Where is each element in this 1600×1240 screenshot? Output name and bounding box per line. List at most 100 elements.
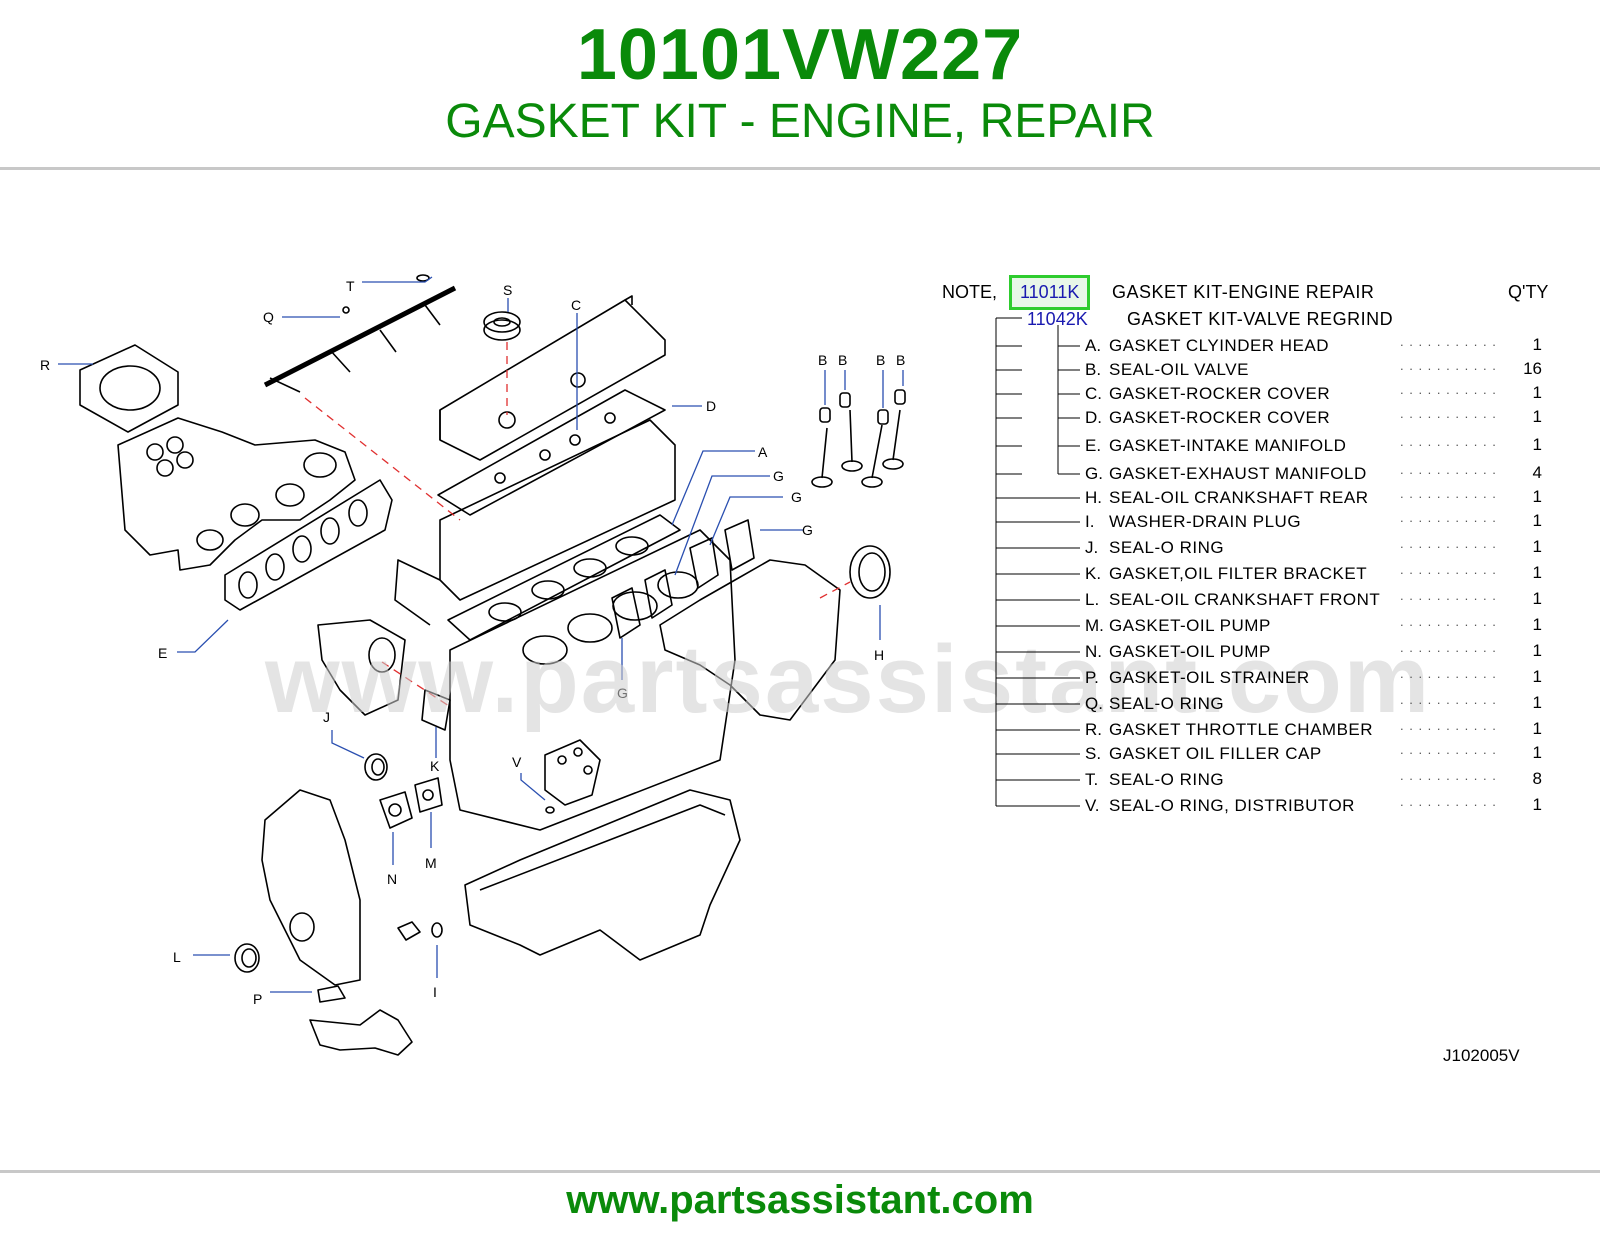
item-leader-dots: . . . . . . . . . . . <box>1400 742 1497 757</box>
item-name: GASKET,OIL FILTER BRACKET <box>1109 564 1368 583</box>
rocker-cover-gasket-drawing <box>437 389 666 516</box>
item-qty: 1 <box>1532 435 1542 454</box>
item-leader-dots: . . . . . . . . . . . <box>1400 334 1497 349</box>
exhaust-manifold-drawing <box>659 559 841 721</box>
item-leader-dots: . . . . . . . . . . . <box>1400 486 1497 501</box>
item-leader-dots: . . . . . . . . . . . <box>1400 588 1497 603</box>
item-name: GASKET THROTTLE CHAMBER <box>1109 720 1374 739</box>
item-qty: 1 <box>1532 795 1542 814</box>
item-qty: 1 <box>1532 335 1542 354</box>
cylinder-head-drawing <box>394 419 676 626</box>
item-qty: 1 <box>1532 693 1542 712</box>
timing-cover-drawing <box>261 789 361 986</box>
callout-s: S <box>503 282 512 298</box>
j-seal-drawing <box>364 753 388 781</box>
item-name: SEAL-OIL VALVE <box>1109 360 1249 379</box>
callout-b3: B <box>876 352 885 368</box>
item-qty: 1 <box>1532 743 1542 762</box>
drain-plug-drawing <box>397 921 443 941</box>
item-qty: 1 <box>1532 589 1542 608</box>
watermark: www.partsassistant.com <box>265 626 1432 733</box>
kit-code-link[interactable]: 11011K <box>1009 275 1091 310</box>
item-leader-dots: . . . . . . . . . . . <box>1400 434 1497 449</box>
oil-filter-bracket-drawing <box>317 619 451 731</box>
item-name: SEAL-O RING <box>1109 694 1225 713</box>
item-letter: L. <box>1085 590 1100 609</box>
oil-pump-gasket-drawings <box>379 777 443 829</box>
item-qty: 1 <box>1532 667 1542 686</box>
diagram-code: J102005V <box>1443 1046 1520 1065</box>
item-qty: 1 <box>1532 719 1542 738</box>
item-qty: 1 <box>1532 383 1542 402</box>
item-letter: A. <box>1085 336 1102 355</box>
item-letter: C. <box>1085 384 1102 403</box>
item-name: GASKET-OIL PUMP <box>1109 616 1271 635</box>
item-name: GASKET-ROCKER COVER <box>1109 384 1331 403</box>
item-leader-dots: . . . . . . . . . . . <box>1400 718 1497 733</box>
callout-e: E <box>158 645 167 661</box>
sub-kit-code-link[interactable]: 11042K <box>1027 309 1088 329</box>
engine-exploded-diagram: T S C Q R D A G G G B B B B E H J K G V … <box>40 274 906 1056</box>
item-letter: D. <box>1085 408 1102 427</box>
item-letter: P. <box>1085 668 1099 687</box>
distributor-drawing <box>544 739 601 814</box>
item-name: GASKET OIL FILLER CAP <box>1109 744 1322 763</box>
item-leader-dots: . . . . . . . . . . . <box>1400 462 1497 477</box>
callout-i: I <box>433 984 437 1000</box>
item-leader-dots: . . . . . . . . . . . <box>1400 536 1497 551</box>
item-name: SEAL-OIL CRANKSHAFT REAR <box>1109 488 1369 507</box>
item-qty: 4 <box>1532 463 1542 482</box>
item-leader-dots: . . . . . . . . . . . <box>1400 406 1497 421</box>
item-qty: 1 <box>1532 641 1542 660</box>
item-name: SEAL-OIL CRANKSHAFT FRONT <box>1109 590 1381 609</box>
part-number-title: 10101VW227 <box>576 15 1024 95</box>
item-leader-dots: . . . . . . . . . . . <box>1400 510 1497 525</box>
item-letter: H. <box>1085 488 1102 507</box>
callout-d: D <box>706 398 716 414</box>
item-letter: E. <box>1085 436 1102 455</box>
item-qty: 16 <box>1523 359 1542 378</box>
footer-url[interactable]: www.partsassistant.com <box>566 1178 1034 1222</box>
item-leader-dots: . . . . . . . . . . . <box>1400 666 1497 681</box>
throttle-chamber-gasket-drawing <box>79 344 179 433</box>
item-name: GASKET CLYINDER HEAD <box>1109 336 1330 355</box>
footer-divider <box>0 1170 1600 1173</box>
kit-name: GASKET KIT-ENGINE REPAIR <box>1112 282 1375 302</box>
callout-g4: G <box>617 685 628 701</box>
callout-l: L <box>173 949 181 965</box>
item-letter: N. <box>1085 642 1102 661</box>
callout-g1: G <box>773 468 784 484</box>
intake-manifold-gasket-drawing <box>224 479 393 611</box>
callout-n: N <box>387 871 397 887</box>
rear-crank-seal-drawing <box>849 545 891 599</box>
item-name: WASHER-DRAIN PLUG <box>1109 512 1302 531</box>
header-divider <box>0 167 1600 170</box>
callout-k: K <box>430 758 440 774</box>
oil-strainer-drawing <box>309 985 413 1056</box>
callout-h: H <box>874 647 884 663</box>
sub-kit-name: GASKET KIT-VALVE REGRIND <box>1127 309 1394 329</box>
item-leader-dots: . . . . . . . . . . . <box>1400 562 1497 577</box>
item-qty: 1 <box>1532 407 1542 426</box>
callout-p: P <box>253 991 262 1007</box>
callout-g3: G <box>802 522 813 538</box>
callout-g2: G <box>791 489 802 505</box>
oil-filler-cap-drawing <box>483 311 521 341</box>
qty-header: Q'TY <box>1508 282 1549 302</box>
oil-pan-drawing <box>464 789 741 961</box>
item-qty: 8 <box>1532 769 1542 788</box>
part-description-title: GASKET KIT - ENGINE, REPAIR <box>445 95 1155 148</box>
note-label: NOTE, <box>942 282 998 302</box>
item-qty: 1 <box>1532 615 1542 634</box>
item-name: SEAL-O RING, DISTRIBUTOR <box>1109 796 1355 815</box>
cylinder-head-gasket-drawing <box>447 514 681 641</box>
item-leader-dots: . . . . . . . . . . . <box>1400 358 1497 373</box>
callout-t: T <box>346 278 355 294</box>
item-letter: R. <box>1085 720 1102 739</box>
item-qty: 1 <box>1532 537 1542 556</box>
callout-b1: B <box>818 352 827 368</box>
exhaust-gasket-drawings <box>611 519 755 639</box>
callout-j: J <box>323 709 330 725</box>
item-leader-dots: . . . . . . . . . . . <box>1400 382 1497 397</box>
item-letter: M. <box>1085 616 1104 635</box>
